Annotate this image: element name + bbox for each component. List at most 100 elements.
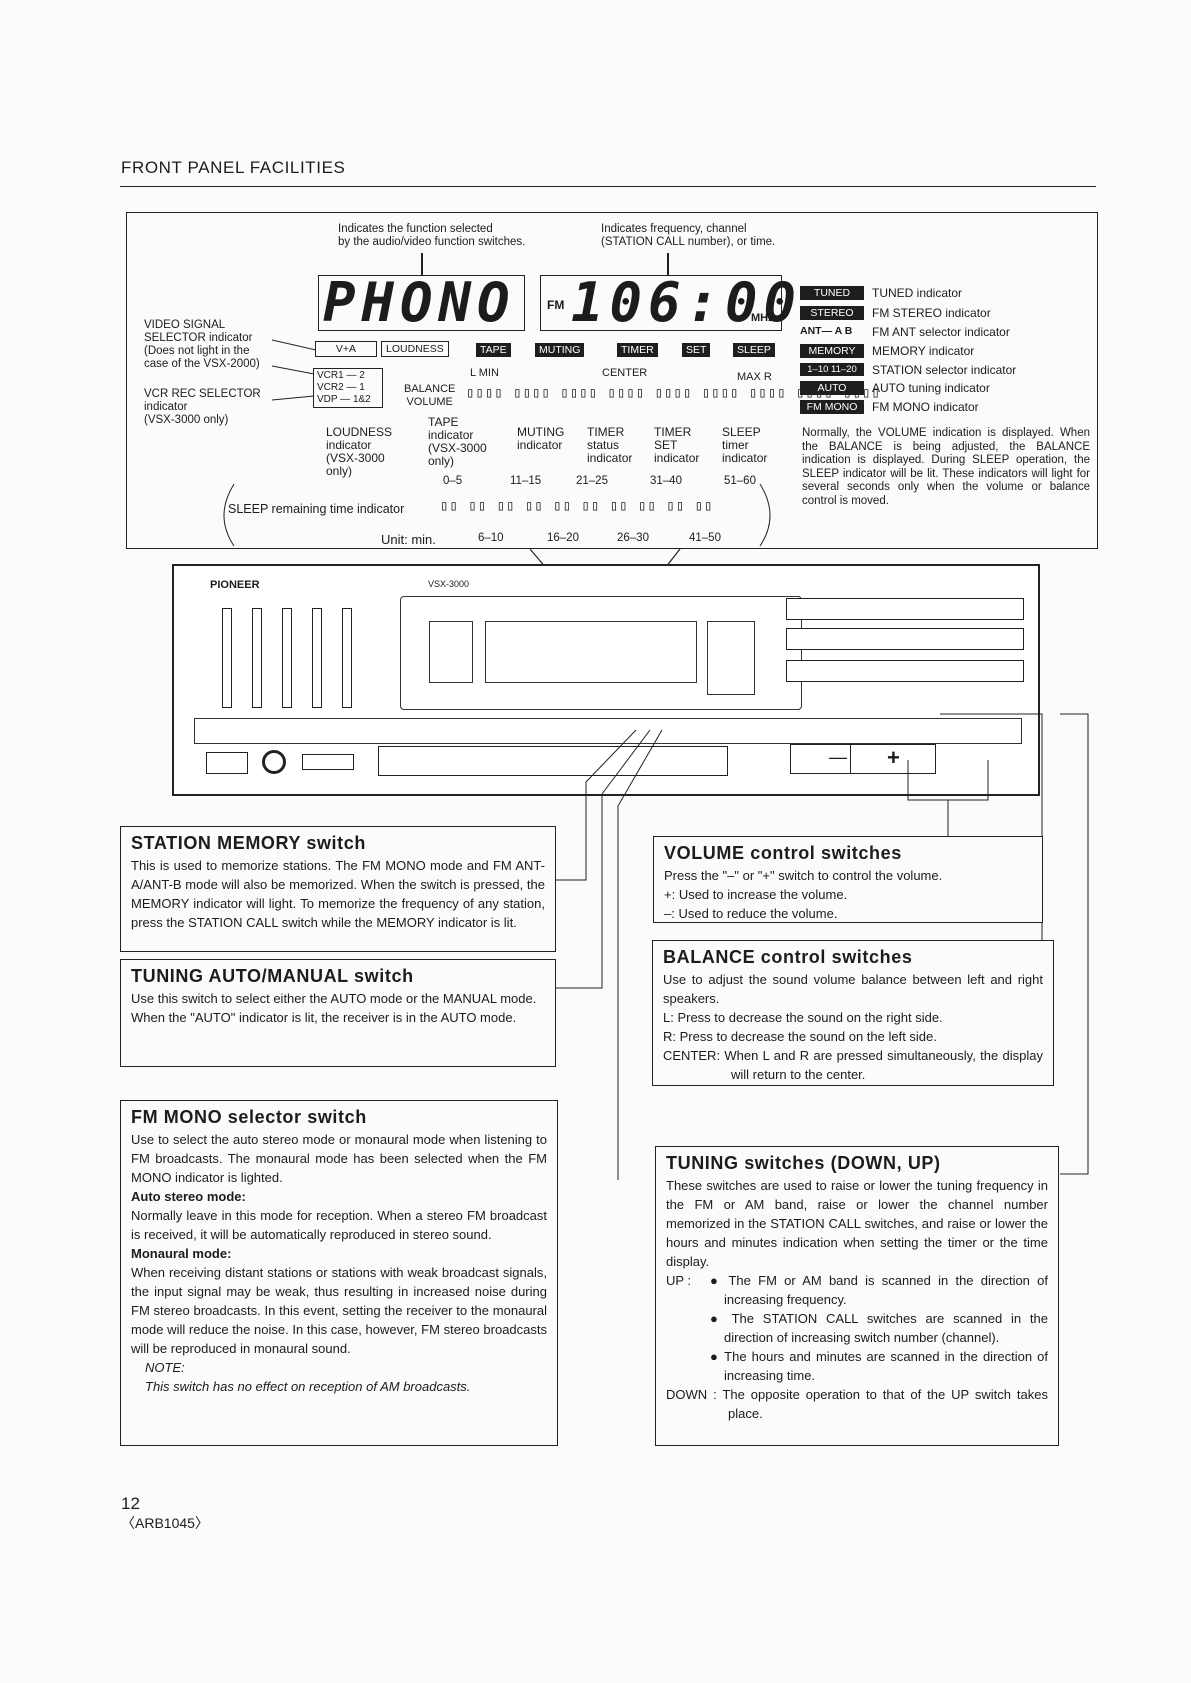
auto-stereo-heading: Auto stereo mode: xyxy=(131,1189,246,1204)
function-display: PHONO xyxy=(318,275,525,331)
station-button-row[interactable] xyxy=(786,628,1024,650)
timer-set-caption: TIMER SET indicator xyxy=(654,425,700,465)
mhz-label: MHz xyxy=(751,312,774,324)
doc-code: 〈ARB1045〉 xyxy=(121,1515,209,1531)
down-line: DOWN : The opposite operation to that of… xyxy=(666,1387,1048,1421)
volume-line: +: Used to increase the volume. xyxy=(664,887,848,902)
speakers-switch[interactable] xyxy=(302,754,354,770)
volume-plus-button[interactable]: + xyxy=(850,744,936,774)
ant-label: FM ANT selector indicator xyxy=(872,325,1010,339)
title-rule xyxy=(120,186,1096,187)
sleep-range: 6–10 xyxy=(478,532,504,544)
frequency-note: Indicates frequency, channel (STATION CA… xyxy=(601,223,776,248)
sleep-range: 11–15 xyxy=(510,475,542,487)
eq-slider[interactable] xyxy=(312,608,322,708)
up-label: UP : xyxy=(666,1273,692,1288)
tuned-badge: TUNED xyxy=(800,286,864,300)
station-memory-body: This is used to memorize stations. The F… xyxy=(131,858,545,930)
station-memory-title: STATION MEMORY switch xyxy=(131,833,366,853)
sleep-range: 26–30 xyxy=(617,532,649,544)
monaural-heading: Monaural mode: xyxy=(131,1246,232,1261)
stereo-badge: STEREO xyxy=(800,306,864,320)
sleep-range: 41–50 xyxy=(689,532,721,544)
volume-title: VOLUME control switches xyxy=(664,843,902,863)
station-button-row[interactable] xyxy=(786,660,1024,682)
loudness-caption: LOUDNESS indicator (VSX-3000 only) xyxy=(326,425,393,478)
display-diagram xyxy=(126,212,1098,549)
ant-badge: ANT— A B xyxy=(800,325,853,337)
station-call-buttons xyxy=(786,596,1026,706)
sleep-range: 0–5 xyxy=(443,475,463,487)
sleep-indicator: SLEEP xyxy=(733,343,775,357)
sleep-bar-meter: ▯▯ ▯▯ ▯▯ ▯▯ ▯▯ ▯▯ ▯▯ ▯▯ ▯▯ ▯▯ xyxy=(440,498,714,514)
volume-line: Press the "–" or "+" switch to control t… xyxy=(664,868,943,883)
tape-indicator: TAPE xyxy=(476,343,511,357)
page-title: FRONT PANEL FACILITIES xyxy=(121,158,346,177)
vcr-line: VCR1 — 2 xyxy=(317,370,365,381)
balance-line: L: Press to decrease the sound on the ri… xyxy=(663,1010,943,1025)
muting-indicator: MUTING xyxy=(535,343,585,357)
up-item: ● The FM or AM band is scanned in the di… xyxy=(710,1273,1048,1307)
memory-badge: MEMORY xyxy=(800,344,864,358)
up-item-text: The FM or AM band is scanned in the dire… xyxy=(724,1273,1048,1307)
tuning-button-row[interactable] xyxy=(786,598,1024,620)
video-selector-label: VIDEO SIGNAL SELECTOR indicator (Does no… xyxy=(144,319,260,370)
graphic-equalizer xyxy=(214,608,364,708)
monaural-body: When receiving distant stations or stati… xyxy=(131,1265,547,1356)
balance-line: R: Press to decrease the sound on the le… xyxy=(663,1029,937,1044)
volume-box: VOLUME control switches Press the "–" or… xyxy=(653,836,1043,923)
tuned-label: TUNED indicator xyxy=(872,286,963,300)
center-label: CENTER xyxy=(602,367,648,379)
tuning-title: TUNING switches (DOWN, UP) xyxy=(666,1153,941,1173)
sleep-range: 21–25 xyxy=(576,475,608,487)
eq-slider[interactable] xyxy=(342,608,352,708)
l-min-label: L MIN xyxy=(470,367,499,379)
timer-status-caption: TIMER status indicator xyxy=(587,425,633,465)
vcr-rec-label: VCR REC SELECTOR indicator (VSX-3000 onl… xyxy=(144,388,261,426)
display-window xyxy=(400,596,802,710)
leader-line xyxy=(667,253,669,275)
tuning-intro: These switches are used to raise or lowe… xyxy=(666,1178,1048,1269)
auto-stereo-body: Normally leave in this mode for receptio… xyxy=(131,1208,547,1242)
up-item-text: The hours and minutes are scanned in the… xyxy=(724,1349,1049,1383)
plus-label: + xyxy=(887,745,900,770)
vcr-line: VDP — 1&2 xyxy=(317,394,371,405)
volume-line: –: Used to reduce the volume. xyxy=(664,906,838,921)
sleep-remaining-label: SLEEP remaining time indicator xyxy=(228,502,405,516)
fm-mono-box: FM MONO selector switch Use to select th… xyxy=(120,1100,558,1446)
tuning-auto-manual-body2: When the "AUTO" indicator is lit, the re… xyxy=(131,1010,517,1025)
minus-label: — xyxy=(829,747,847,767)
loudness-indicator: LOUDNESS xyxy=(381,341,449,357)
page-number: 12 xyxy=(121,1494,140,1513)
balance-line: Use to adjust the sound volume balance b… xyxy=(663,972,1043,1006)
station-label: STATION selector indicator xyxy=(872,363,1017,377)
eq-slider[interactable] xyxy=(222,608,232,708)
volume-note: Normally, the VOLUME indication is displ… xyxy=(802,427,1090,507)
function-note: Indicates the function selected by the a… xyxy=(338,223,526,248)
vcr-indicator: VCR1 — 2 VCR2 — 1 VDP — 1&2 xyxy=(313,368,383,408)
display-screen xyxy=(485,621,697,683)
phones-jack xyxy=(262,750,286,774)
leader-arrows xyxy=(272,339,317,401)
eq-slider[interactable] xyxy=(282,608,292,708)
up-item-text: The STATION CALL switches are scanned in… xyxy=(724,1311,1049,1345)
function-switch-strip xyxy=(194,718,1022,744)
input-selector-buttons[interactable] xyxy=(378,746,728,776)
station-badge: 1–10 11–20 xyxy=(800,363,864,376)
sleep-range: 16–20 xyxy=(547,532,579,544)
note-heading: NOTE: xyxy=(145,1360,185,1375)
tuning-auto-manual-title: TUNING AUTO/MANUAL switch xyxy=(131,966,414,986)
fm-mono-title: FM MONO selector switch xyxy=(131,1107,367,1127)
sleep-range: 31–40 xyxy=(650,475,682,487)
surround-panel xyxy=(707,621,755,695)
auto-badge: AUTO xyxy=(800,381,864,395)
balance-bar-meter: ▯▯▯▯ ▯▯▯▯ ▯▯▯▯ ▯▯▯▯ ▯▯▯▯ ▯▯▯▯ ▯▯▯▯ ▯▯▯▯ … xyxy=(466,385,881,401)
sleep-bracket xyxy=(223,483,771,547)
power-button[interactable] xyxy=(206,752,248,774)
sleep-range: 51–60 xyxy=(724,475,756,487)
unit-label: Unit: min. xyxy=(381,532,436,547)
tuning-auto-manual-body1: Use this switch to select either the AUT… xyxy=(131,991,537,1006)
stereo-label: FM STEREO indicator xyxy=(872,306,991,320)
balance-box: BALANCE control switches Use to adjust t… xyxy=(652,940,1054,1086)
eq-slider[interactable] xyxy=(252,608,262,708)
